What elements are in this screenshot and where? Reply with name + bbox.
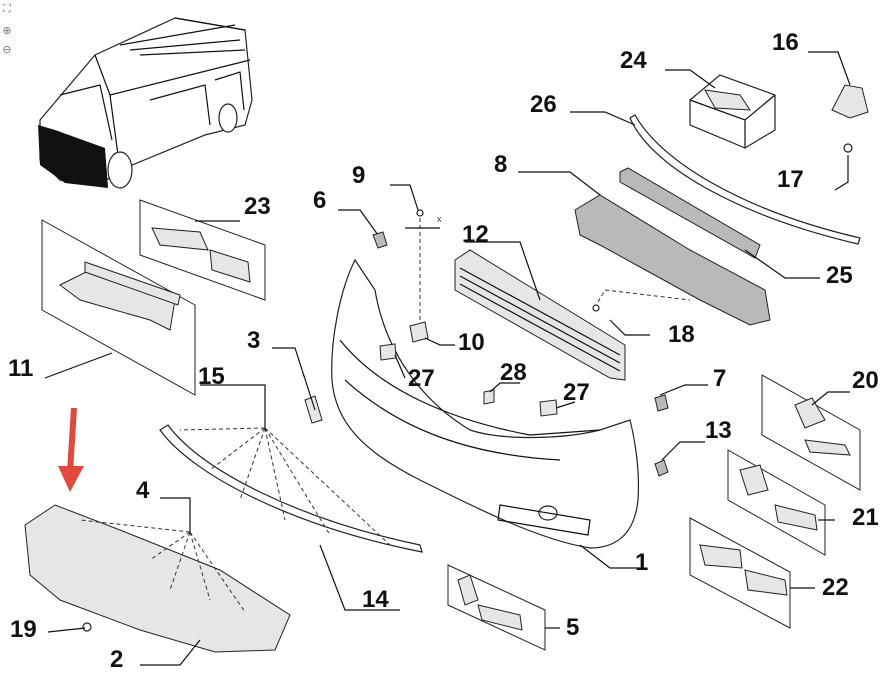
part-8-absorber [518,171,771,336]
part-12-grille [454,241,626,381]
label-6: 6 [313,187,326,214]
zoom-in-icon[interactable]: ⊕ [2,24,12,37]
label-4: 4 [136,477,150,504]
label-18: 18 [668,321,695,348]
label-1: 1 [635,549,648,576]
label-21: 21 [852,504,879,531]
label-8: 8 [494,151,507,178]
label-14: 14 [362,586,389,613]
van-illustration [38,17,253,189]
part-16-sensor [808,51,869,191]
label-19: 19 [10,616,37,643]
label-11: 11 [8,355,33,382]
highlight-arrow [58,407,84,492]
clips-7-13 [654,384,708,477]
zoom-out-icon[interactable]: ⊖ [2,43,12,56]
label-25: 25 [826,262,853,289]
panel-5 [447,564,560,651]
label-16: 16 [772,29,799,56]
part-2-under-tray [24,497,291,666]
panel-20 [761,374,861,491]
label-27b: 27 [563,379,590,406]
label-20: 20 [852,367,879,394]
panel-21 [727,449,835,556]
part-26-strip [570,111,861,245]
label-27a: 27 [408,365,435,392]
part-25-strip [619,167,820,279]
label-17: 17 [777,166,804,193]
axis-marker: x [437,214,442,224]
label-15: 15 [198,363,225,390]
label-2: 2 [110,646,123,673]
label-10: 10 [458,329,485,356]
label-9: 9 [352,162,365,189]
label-3: 3 [247,327,260,354]
label-26: 26 [530,91,557,118]
label-23: 23 [244,193,271,220]
fit-view-icon[interactable]: ⛶ [3,2,11,15]
panel-23 [139,199,266,301]
label-12: 12 [462,221,489,248]
label-28: 28 [500,359,527,386]
part-24-kit [665,69,776,149]
label-7: 7 [713,365,726,392]
label-24: 24 [620,47,647,74]
small-clips [338,184,576,417]
callout-labels: 1 2 3 4 5 6 7 8 9 10 11 12 13 14 15 16 1… [8,29,879,673]
part-14-lip [159,384,423,611]
panel-22 [689,517,815,629]
panel-11 [41,219,196,396]
label-22: 22 [822,574,849,601]
part-1-bumper [331,258,640,569]
label-5: 5 [566,614,579,641]
label-13: 13 [705,417,732,444]
part-3-clip [304,395,323,424]
leader-3 [272,347,316,411]
